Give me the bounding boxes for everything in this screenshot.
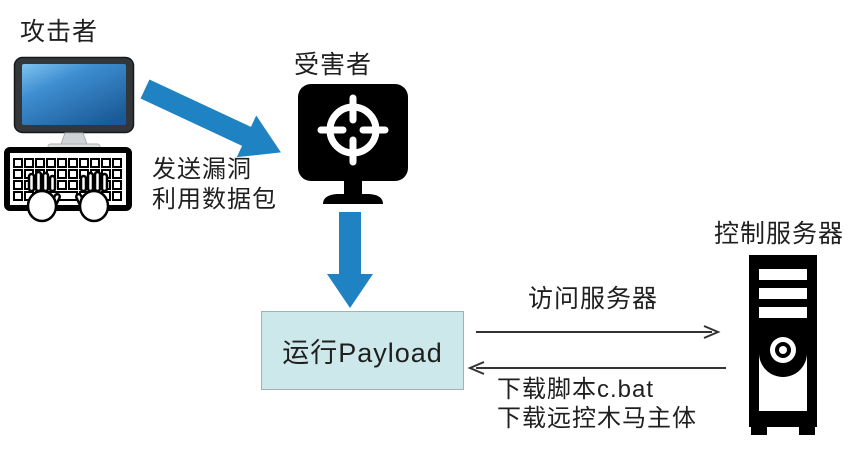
crosshair-target-monitor-icon [298, 84, 408, 204]
attacker-label: 攻击者 [20, 18, 99, 46]
server-tower-icon [749, 255, 817, 435]
download-label-line2: 下载远控木马主体 [497, 405, 697, 432]
access-arrow [476, 325, 721, 339]
payload-box: 运行Payload [261, 311, 464, 390]
download-arrow [467, 361, 726, 375]
exploit-label-line1: 发送漏洞 [152, 156, 252, 183]
download-label-line1: 下载脚本c.bat [497, 376, 655, 403]
payload-arrow [327, 212, 373, 308]
exploit-arrow [140, 79, 281, 158]
exploit-label: 发送漏洞 利用数据包 [152, 155, 277, 215]
victim-label: 受害者 [294, 51, 373, 79]
desktop-monitor-icon [13, 56, 135, 150]
exploit-label-line2: 利用数据包 [152, 186, 277, 213]
payload-label: 运行Payload [282, 338, 443, 368]
keyboard-typing-hands-icon [4, 147, 132, 223]
access-server-label: 访问服务器 [528, 285, 659, 313]
download-label: 下载脚本c.bat 下载远控木马主体 [497, 375, 697, 433]
server-label: 控制服务器 [714, 220, 845, 248]
